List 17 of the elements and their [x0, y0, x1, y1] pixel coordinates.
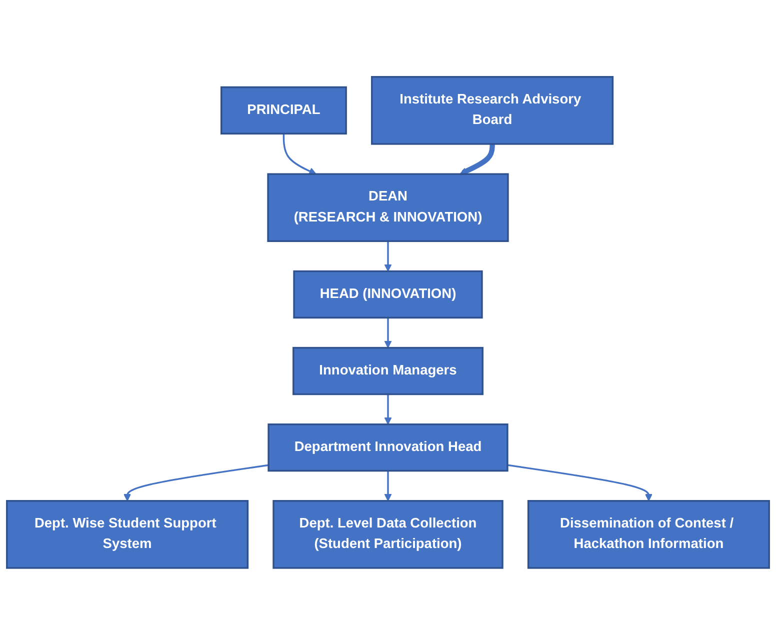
node-box: DEAN (RESEARCH & INNOVATION) [267, 172, 509, 242]
arrow [384, 394, 392, 424]
node-box: Dept. Wise Student Support System [6, 500, 249, 568]
node-box: HEAD (INNOVATION) [293, 270, 483, 318]
node-box: Dissemination of Contest / Hackathon Information [527, 500, 770, 568]
arrow [460, 143, 495, 175]
arrow [384, 470, 392, 501]
arrow [384, 317, 392, 348]
node-box: Department Innovation Head [268, 423, 508, 472]
arrow [507, 464, 652, 501]
node-box: Dept. Level Data Collection (Student Participation) [272, 500, 504, 568]
node-box: Institute Research Advisory Board [371, 76, 614, 144]
node-box: PRINCIPAL [220, 86, 347, 134]
arrow [124, 464, 269, 501]
node-box: Innovation Managers [292, 346, 484, 395]
arrow [384, 240, 392, 272]
arrow [282, 133, 316, 174]
